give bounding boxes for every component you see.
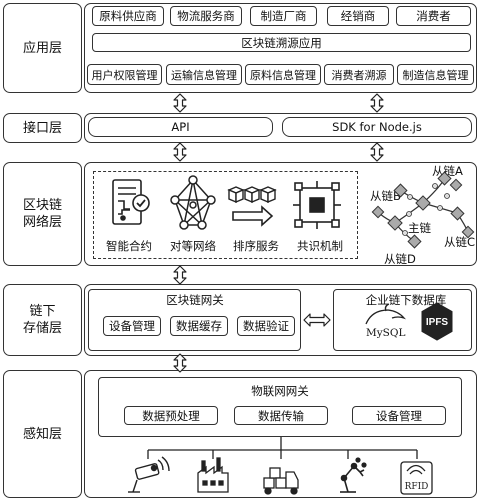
chain-node-c2 [461,225,475,239]
participant-raw-material-supplier: 原料供应商 [92,6,164,26]
enterprise-database-title: 企业链下数据库 [365,293,447,307]
gateway-data-cache: 数据缓存 [170,316,228,336]
gateway-data-verification: 数据验证 [237,316,295,336]
participant-logistics-provider: 物流服务商 [170,6,242,26]
chain-node-a2 [449,178,463,192]
chain-dot-2 [444,193,450,199]
arrow-offchain-perception [173,353,187,373]
arrow-app-interface-left [173,93,187,113]
robot-arm-icon [340,457,367,493]
mysql-dolphin-icon [365,303,407,325]
chain-dot-4 [437,205,443,211]
mysql-label: MySQL [366,327,406,339]
module-transport-info: 运输信息管理 [166,64,242,85]
chain-node-a [437,171,452,186]
layer-interface-label: 接口层 [22,120,62,136]
chain-node-main2 [387,215,403,231]
camera-icon [128,456,170,493]
arrow-blockchain-offchain [173,265,187,285]
chain-node-b [393,183,408,198]
rfid-label: RFID [405,482,429,492]
chain-dot-6 [407,194,413,200]
arrow-interface-blockchain-right [370,142,384,162]
arrow-interface-blockchain-left [173,142,187,162]
p2p-network-icon [170,175,216,230]
module-user-permission: 用户权限管理 [87,64,162,85]
arrow-gateway-database [303,313,331,327]
iot-gateway-box [98,377,462,437]
chain-node-d [407,234,422,249]
chain-node-main [415,195,431,211]
layer-blockchain-label-2: 网络层 [22,215,62,230]
participant-distributor: 经销商 [327,6,389,26]
layer-perception-label: 感知层 [22,426,62,442]
component-smart-contract-label: 智能合约 [106,239,152,253]
iot-device-management: 设备管理 [352,406,446,425]
gateway-device-management: 设备管理 [103,316,161,336]
blockchain-gateway-box [88,289,301,351]
rfid-tag-icon: RFID [400,461,433,495]
module-manufacturing-info: 制造信息管理 [397,64,474,85]
chain-node-b2 [371,205,385,219]
ipfs-label: IPFS [426,317,449,328]
chain-b-label: 从链B [370,189,401,203]
cargo-forklift-icon [263,467,299,495]
enterprise-database-box [333,289,472,351]
ipfs-icon: IPFS [421,302,453,341]
module-consumer-trace: 消费者溯源 [324,64,394,85]
api-label: API [171,120,190,134]
blockchain-gateway-title: 区块链网关 [166,293,224,307]
layer-application: 应用层 [3,3,82,93]
component-consensus-label: 共识机制 [297,239,343,253]
factory-icon [197,457,229,493]
layer-offchain: 链下 存储层 [3,284,82,356]
consensus-icon [293,181,341,229]
layer-perception: 感知层 [3,370,82,498]
sdk-box: SDK for Node.js [282,117,472,137]
chain-dot-5 [402,230,408,236]
traceability-application: 区块链溯源应用 [92,33,471,52]
api-box: API [88,117,273,137]
component-p2p-network-label: 对等网络 [170,239,216,253]
chain-dot-3 [406,211,412,217]
iot-gateway-title: 物联网网关 [251,384,309,398]
component-ordering-service-label: 排序服务 [233,239,279,253]
participant-manufacturer: 制造厂商 [250,6,317,26]
chain-a-label: 从链A [432,164,463,178]
chain-dot-1 [432,183,438,189]
sdk-label: SDK for Node.js [332,120,422,134]
layer-blockchain-label-1: 区块链 [22,198,62,213]
chain-d-label: 从链D [384,252,416,266]
module-raw-material-info: 原料信息管理 [245,64,321,85]
layer-offchain-label-1: 链下 [29,304,56,319]
iot-data-transmission: 数据传输 [234,406,328,425]
main-chain-label: 主链 [408,221,431,235]
chain-c-label: 从链C [444,235,476,249]
layer-blockchain: 区块链 网络层 [3,162,82,266]
layer-application-label: 应用层 [22,40,62,56]
participant-consumer: 消费者 [396,6,471,26]
layer-offchain-label-2: 存储层 [22,321,62,336]
chain-node-c [450,206,465,221]
ordering-service-icon [227,186,277,227]
chain-nodes [371,171,475,249]
blockchain-components-dashed-box [93,171,358,259]
layer-interface: 接口层 [3,113,82,143]
smart-contract-icon [112,179,150,225]
arrow-app-interface-right [370,93,384,113]
iot-data-preprocessing: 数据预处理 [124,406,218,425]
